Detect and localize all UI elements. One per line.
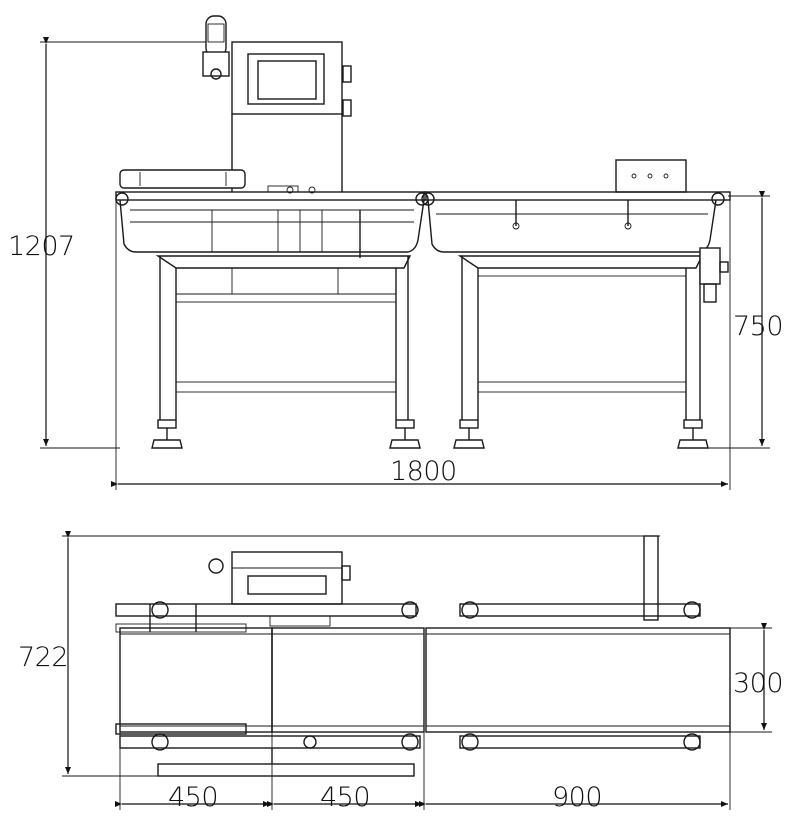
dimension-height-total: 1207 bbox=[8, 37, 210, 449]
top-view: 722 bbox=[18, 531, 784, 813]
sensor-unit bbox=[202, 15, 230, 80]
length-total-label: 1800 bbox=[390, 456, 457, 487]
depth-total-label: 722 bbox=[18, 642, 68, 673]
dimension-height-table: 750 bbox=[708, 191, 784, 449]
left-stand bbox=[151, 255, 421, 449]
section-2-label: 450 bbox=[320, 782, 370, 813]
dimension-length-total: 1800 bbox=[111, 196, 731, 490]
sensor-post bbox=[643, 535, 659, 621]
control-cabinet bbox=[231, 41, 352, 192]
control-cabinet-top bbox=[208, 551, 351, 605]
base-plate bbox=[157, 748, 415, 777]
front-view: 1207 bbox=[8, 15, 784, 490]
height-total-label: 1207 bbox=[8, 231, 75, 262]
right-stand bbox=[453, 247, 729, 449]
belt-width-label: 300 bbox=[733, 668, 783, 699]
left-conveyor bbox=[115, 185, 429, 258]
weighing-pad bbox=[119, 169, 246, 189]
section-1-label: 450 bbox=[168, 782, 218, 813]
dimension-depth-total: 722 bbox=[18, 531, 660, 777]
height-table-label: 750 bbox=[733, 311, 783, 342]
section-3-label: 900 bbox=[552, 782, 602, 813]
side-rails bbox=[115, 601, 701, 751]
right-conveyor bbox=[421, 159, 731, 253]
conveyor-belts bbox=[119, 627, 731, 733]
dimension-belt-width: 300 bbox=[730, 623, 784, 733]
dimension-sections: 450 450 900 bbox=[115, 732, 731, 813]
